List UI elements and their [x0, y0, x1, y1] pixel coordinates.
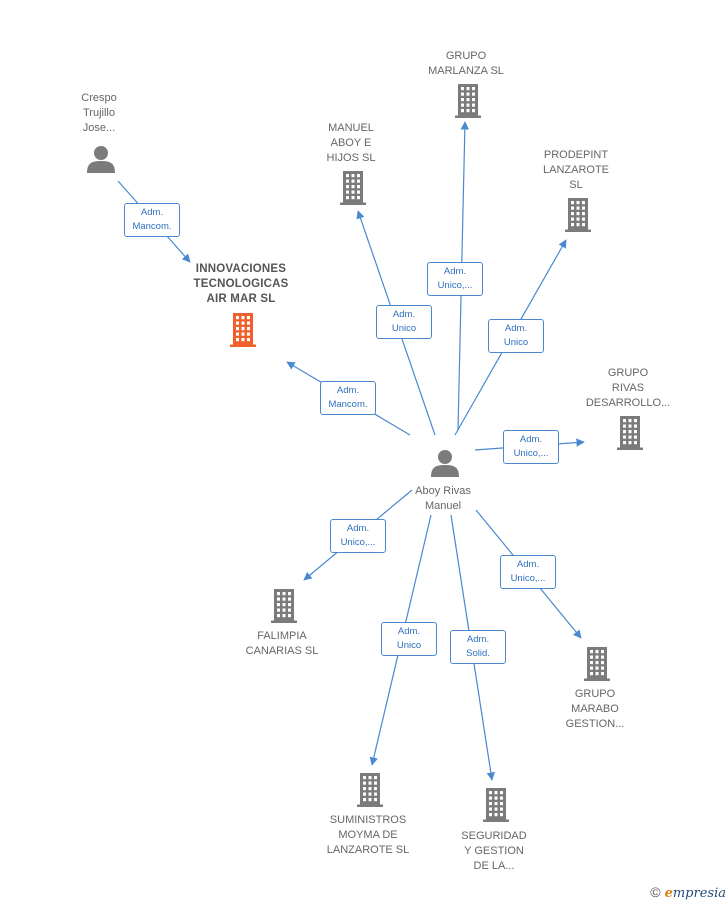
node-label-line: FALIMPIA [257, 630, 307, 642]
node-label-line: SUMINISTROS [329, 814, 407, 826]
relation-badge-text: Unico [503, 337, 529, 348]
relation-badge-rivas[interactable]: Adm. Unico,... [503, 430, 559, 464]
building-icon-suministros[interactable] [357, 773, 383, 807]
node-label-innovaciones[interactable]: INNOVACIONES TECNOLOGICAS AIR MAR SL [193, 262, 288, 307]
node-label-line: LANZAROTE SL [326, 844, 410, 856]
node-label-rivas[interactable]: GRUPO RIVAS DESARROLLO... [586, 366, 670, 411]
building-icon-marabo[interactable] [584, 647, 610, 681]
person-icon-crespo[interactable] [87, 146, 115, 173]
building-icon-marlanza[interactable] [455, 84, 481, 118]
node-label-line: Manuel [424, 500, 462, 512]
relation-badge-text: Mancom. [328, 399, 368, 410]
node-label-line: INNOVACIONES [195, 263, 287, 275]
relation-badge-text: Adm. [516, 559, 540, 570]
building-icon-rivas[interactable] [617, 416, 643, 450]
relation-badge-text: Solid. [466, 648, 490, 659]
relation-badge-text: Adm. [443, 266, 467, 277]
relation-badge-innovaciones[interactable]: Adm. Mancom. [124, 203, 180, 237]
node-label-line: ABOY E [330, 137, 372, 149]
footer-brand: ©empresia [650, 884, 726, 901]
node-label-seguridad[interactable]: SEGURIDAD Y GESTION DE LA... [461, 829, 526, 874]
node-label-line: GESTION... [565, 718, 625, 730]
node-label-line: Y GESTION [464, 845, 524, 857]
brand-initial: e [664, 886, 673, 901]
relation-badge-manuel_aboy[interactable]: Adm. Unico [376, 305, 432, 339]
node-label-line: TECNOLOGICAS [193, 278, 289, 290]
relation-badge-text: Mancom. [132, 221, 172, 232]
node-label-line: MARLANZA SL [428, 65, 504, 77]
node-label-line: CANARIAS SL [245, 645, 319, 657]
node-label-line: SEGURIDAD [461, 830, 527, 842]
node-label-manuel_aboy[interactable]: MANUEL ABOY E HIJOS SL [327, 121, 376, 166]
relation-badge-text: Unico,... [513, 448, 549, 459]
node-label-marabo[interactable]: GRUPO MARABO GESTION... [566, 687, 625, 732]
node-label-line: Aboy Rivas [415, 485, 471, 497]
node-label-line: DE LA... [473, 860, 515, 872]
relation-badge-text: Unico,... [437, 280, 473, 291]
relation-badge-falimpia[interactable]: Adm. Unico,... [330, 519, 386, 553]
node-label-suministros[interactable]: SUMINISTROS MOYMA DE LANZAROTE SL [327, 813, 410, 858]
relation-badge-marabo[interactable]: Adm. Unico,... [500, 555, 556, 589]
relation-badge-text: Adm. [392, 309, 416, 320]
relation-badge-text: Adm. [346, 523, 370, 534]
relation-badge-text: Unico,... [340, 537, 376, 548]
node-label-line: GRUPO [574, 688, 616, 700]
node-label-marlanza[interactable]: GRUPO MARLANZA SL [428, 49, 504, 79]
relation-badge-text: Unico,... [510, 573, 546, 584]
relation-badge-text: Unico [396, 640, 422, 651]
node-label-line: HIJOS SL [326, 152, 376, 164]
relation-badge-marlanza[interactable]: Adm. Unico,... [427, 262, 483, 296]
node-label-line: LANZAROTE [542, 164, 610, 176]
node-label-line: Trujillo [83, 107, 115, 119]
node-label-line: MANUEL [328, 122, 374, 134]
node-label-line: MOYMA DE [338, 829, 398, 841]
relation-badge-innovaciones[interactable]: Adm. Mancom. [320, 381, 376, 415]
relation-badge-text: Adm. [519, 434, 543, 445]
building-icon-innovaciones[interactable] [230, 313, 256, 347]
relation-badge-text: Adm. [336, 385, 360, 396]
relation-badge-text: Adm. [140, 207, 164, 218]
node-label-line: GRUPO [607, 367, 649, 379]
relation-badge-suministros[interactable]: Adm. Unico [381, 622, 437, 656]
relation-badge-prodepint[interactable]: Adm. Unico [488, 319, 544, 353]
building-icon-manuel_aboy[interactable] [340, 171, 366, 205]
relation-badge-seguridad[interactable]: Adm. Solid. [450, 630, 506, 664]
node-label-line: Jose... [82, 122, 116, 134]
relation-badge-text: Adm. [504, 323, 528, 334]
node-label-line: MARABO [571, 703, 619, 715]
node-label-line: Crespo [81, 92, 117, 104]
relation-badge-text: Adm. [466, 634, 490, 645]
node-label-line: PRODEPINT [543, 149, 609, 161]
node-label-line: RIVAS [611, 382, 645, 394]
node-label-falimpia[interactable]: FALIMPIA CANARIAS SL [246, 629, 319, 659]
node-label-line: AIR MAR SL [206, 293, 276, 305]
building-icon-falimpia[interactable] [271, 589, 297, 623]
node-label-prodepint[interactable]: PRODEPINT LANZAROTE SL [543, 148, 609, 193]
relation-badge-text: Adm. [397, 626, 421, 637]
node-label-line: SL [569, 179, 583, 191]
brand-name: mpresia [672, 886, 726, 901]
person-icon-aboy_rivas[interactable] [431, 450, 459, 477]
node-label-line: DESARROLLO... [585, 397, 671, 409]
building-icon-prodepint[interactable] [565, 198, 591, 232]
building-icon-seguridad[interactable] [483, 788, 509, 822]
node-label-line: GRUPO [445, 50, 487, 62]
relation-badge-text: Unico [391, 323, 417, 334]
copyright-icon: © [650, 884, 661, 900]
